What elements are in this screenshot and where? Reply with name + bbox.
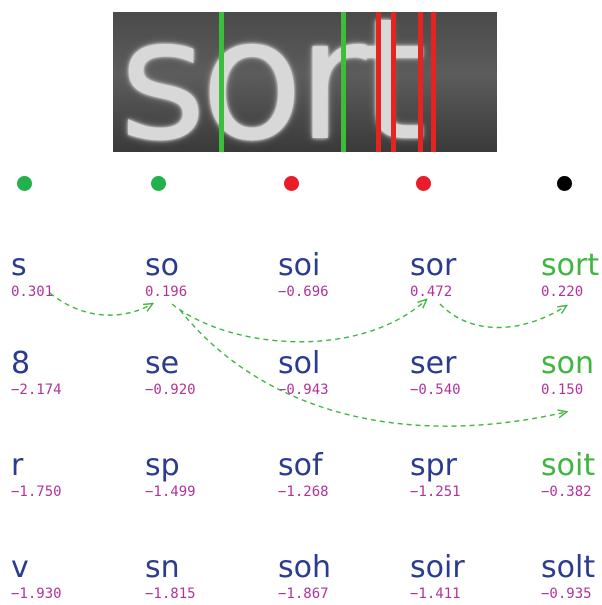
segment-dot [151,176,166,191]
hypothesis-word: soh [278,550,331,585]
word-image-text: sort [119,12,426,152]
hypothesis-word: sort [541,248,600,283]
transition-arrow [439,303,566,329]
hypothesis-word: soit [541,448,596,483]
segment-dot [17,176,32,191]
hypothesis-cell: soit−0.382 [541,448,596,501]
hypothesis-cell: sn−1.815 [145,550,196,603]
transition-arrow [179,309,566,427]
hypothesis-word: so [145,248,179,283]
hypothesis-cell: sol−0.943 [278,346,329,399]
hypothesis-score: 0.301 [11,284,54,300]
hypothesis-cell: v−1.930 [11,550,62,603]
hypothesis-score: −0.540 [410,382,461,398]
hypothesis-word: se [145,346,180,381]
segment-boundary-red [391,12,396,152]
segment-boundary-green [341,12,346,152]
hypothesis-cell: soi−0.696 [278,248,329,301]
hypothesis-score: −0.920 [145,382,196,398]
hypothesis-word: son [541,346,594,381]
hypothesis-cell: soh−1.867 [278,550,331,603]
segment-boundary-green [219,12,224,152]
hypothesis-score: −1.411 [410,586,461,602]
hypothesis-word: soi [278,248,321,283]
segment-dot [557,176,572,191]
transition-arrow [171,300,426,343]
hypothesis-word: solt [541,550,596,585]
hypothesis-score: −1.750 [11,484,62,500]
word-image: sort [113,12,497,152]
hypothesis-score: −1.867 [278,586,329,602]
hypothesis-word: sp [145,448,180,483]
hypothesis-word: r [11,448,24,483]
segment-boundary-red [376,12,381,152]
segment-boundary-red [431,12,436,152]
hypothesis-score: −1.268 [278,484,329,500]
hypothesis-score: −0.382 [541,484,592,500]
hypothesis-word: soir [410,550,465,585]
hypothesis-cell: se−0.920 [145,346,196,399]
transition-arrow [49,292,152,316]
hypothesis-word: s [11,248,27,283]
hypothesis-cell: r−1.750 [11,448,62,501]
hypothesis-score: −2.174 [11,382,62,398]
hypothesis-word: sof [278,448,323,483]
hypothesis-word: spr [410,448,458,483]
hypothesis-score: 0.196 [145,284,188,300]
hypothesis-cell: soir−1.411 [410,550,465,603]
hypothesis-cell: 8−2.174 [11,346,62,399]
hypothesis-score: −1.930 [11,586,62,602]
hypothesis-word: sn [145,550,180,585]
hypothesis-cell: sp−1.499 [145,448,196,501]
hypothesis-score: −0.935 [541,586,592,602]
hypothesis-word: sor [410,248,457,283]
hypothesis-score: −1.251 [410,484,461,500]
hypothesis-cell: solt−0.935 [541,550,596,603]
segment-dot [284,176,299,191]
segment-dot [416,176,431,191]
hypothesis-score: 0.220 [541,284,584,300]
segment-boundary-red [418,12,423,152]
hypothesis-word: v [11,550,29,585]
hypothesis-cell: spr−1.251 [410,448,461,501]
hypothesis-cell: ser−0.540 [410,346,461,399]
hypothesis-score: −1.499 [145,484,196,500]
hypothesis-word: sol [278,346,321,381]
hypothesis-cell: sof−1.268 [278,448,329,501]
hypothesis-score: 0.472 [410,284,453,300]
hypothesis-score: −0.943 [278,382,329,398]
hypothesis-score: 0.150 [541,382,584,398]
hypothesis-word: 8 [11,346,31,381]
hypothesis-score: −0.696 [278,284,329,300]
hypothesis-score: −1.815 [145,586,196,602]
hypothesis-word: ser [410,346,457,381]
